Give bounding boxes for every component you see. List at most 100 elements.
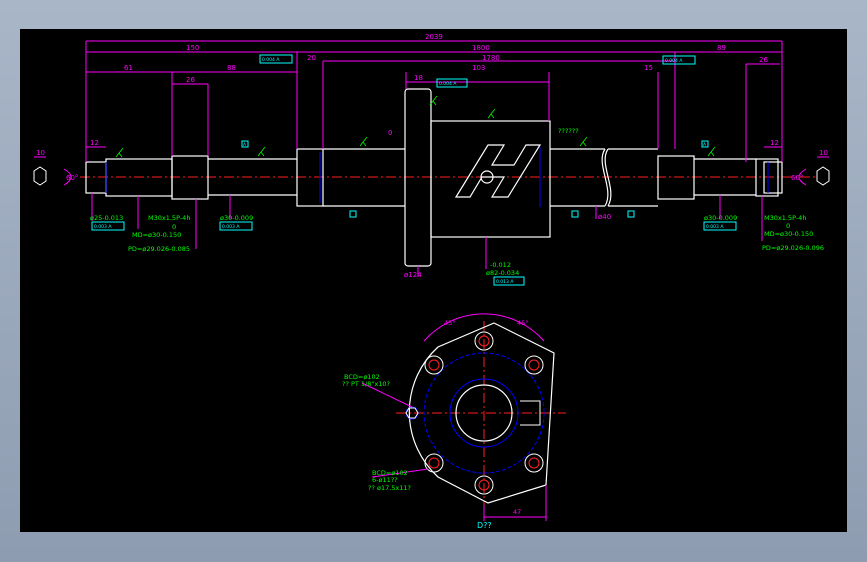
shaft-outline — [85, 88, 783, 267]
angle-60-left: 60° — [66, 174, 78, 182]
view-label: D?? — [477, 521, 492, 530]
note-nut-dia: ø82-0.034 — [486, 269, 519, 277]
note-right-thread: M30x1.5P-4h — [764, 214, 806, 222]
nut-body — [430, 120, 551, 238]
datum-a-left-text: A — [243, 142, 247, 148]
left-center-hole-hex — [33, 166, 47, 186]
angle-arc-45 — [423, 313, 545, 342]
dim-20: 20 — [307, 54, 316, 62]
flange-outline — [408, 322, 555, 504]
fcf-left-top — [259, 54, 293, 64]
left-bearing-section — [171, 155, 209, 200]
right-bearing-section — [657, 155, 695, 200]
note-question: ?????? — [558, 127, 579, 135]
bolt-hole-1 — [474, 331, 494, 351]
dim-47: 47 — [513, 508, 521, 516]
dimension-lines — [34, 40, 829, 277]
datum-a-right-text: A — [703, 142, 707, 148]
fcf-nut-bottom — [493, 276, 525, 286]
fcf-left-top-text: 0.004 A — [262, 57, 280, 63]
fcf-mid-bottom — [219, 221, 253, 231]
cad-drawing-viewport[interactable]: 2039 150 1800 89 61 26 88 20 1780 15 26 … — [20, 29, 847, 532]
dim-89: 89 — [717, 44, 726, 52]
note-left-thread: M30x1.5P-4h — [148, 214, 190, 222]
fcf-left-bottom — [91, 221, 125, 231]
dim-12-right: 12 — [770, 139, 779, 147]
fcf-right-top-text: 0.004 A — [665, 58, 683, 64]
nut-center-hole — [480, 170, 494, 184]
bolt-holes — [424, 331, 544, 495]
bolt-hole-5 — [524, 453, 544, 473]
dim-18: 18 — [414, 74, 423, 82]
dim-dia40: ø40 — [598, 213, 611, 221]
lube-port-hex — [405, 407, 419, 419]
angle-60-right: 60° — [791, 174, 803, 182]
fcf-mid-bottom-text: 0.003 A — [222, 224, 240, 230]
note-left-pd: PD=ø29.026-0.085 — [128, 245, 190, 253]
fcf-right-bottom-text: 0.003 A — [706, 224, 724, 230]
bore-inner — [455, 384, 513, 442]
dim-103: 103 — [472, 64, 485, 72]
bolt-hole-4 — [424, 453, 444, 473]
datum-a-left — [241, 140, 249, 148]
angle-45-left: 45° — [444, 319, 456, 327]
tolerance-frame-texts: 0.004 A 0.004 A 0.004 A 0.003 A 0.003 A … — [94, 57, 724, 285]
dim-dia124: ø124 — [404, 271, 422, 279]
bolt-hole-6 — [474, 475, 494, 495]
dim-1800: 1800 — [472, 44, 490, 52]
dim-total-length: 2039 — [425, 33, 443, 41]
bolt-hole-3 — [524, 355, 544, 375]
surface-roughness-symbols — [115, 95, 716, 158]
keyway — [520, 400, 541, 426]
dim-10-right: 10 — [819, 149, 828, 157]
tol-zero: 0 — [388, 129, 392, 137]
right-end-journal — [763, 161, 783, 194]
end-view-dim-texts: 45° 45° 47 — [444, 319, 529, 516]
return-tube — [454, 144, 542, 198]
fcf-left-bottom-text: 0.003 A — [94, 224, 112, 230]
end-view: 45° 45° 47 BCD=ø102 ?? PT 1/8"x10? BCD=ø… — [342, 313, 566, 530]
fcf-right-bottom — [703, 221, 737, 231]
dim-61: 61 — [124, 64, 133, 72]
datum-a-right — [701, 140, 709, 148]
note-left-dia25: ø25-0.013 — [90, 214, 123, 222]
dimension-texts: 2039 150 1800 89 61 26 88 20 1780 15 26 … — [36, 33, 828, 279]
dim-150: 150 — [186, 44, 199, 52]
shaft-break-right — [604, 148, 612, 207]
dim-15: 15 — [644, 64, 653, 72]
ball-screw-drawing: 2039 150 1800 89 61 26 88 20 1780 15 26 … — [33, 33, 830, 530]
bolt-hole-2 — [424, 355, 444, 375]
shaft-break-left — [601, 148, 609, 207]
note-bcd-bottom-holes: 6-ø11?? — [372, 476, 398, 484]
fcf-nut-top — [436, 78, 468, 88]
tolerance-frames — [91, 54, 737, 286]
bolt-circle — [423, 352, 545, 474]
right-thread-section — [755, 158, 779, 197]
note-right-md: MD=ø30-0.150 — [764, 230, 813, 238]
note-left-md-zero: 0 — [172, 223, 176, 231]
dim-1780: 1780 — [482, 54, 500, 62]
fcf-nut-top-text: 0.004 A — [439, 81, 457, 87]
note-left-md: MD=ø30-0.150 — [132, 231, 181, 239]
dim-12-left: 12 — [90, 139, 99, 147]
annotation-notes: ø25-0.013 M30x1.5P-4h 0 MD=ø30-0.150 PD=… — [90, 127, 824, 277]
fcf-right-top — [662, 55, 696, 65]
note-right-pd: PD=ø29.026-0.096 — [762, 244, 824, 252]
angle-45-right: 45° — [517, 319, 529, 327]
end-view-dimensions — [361, 313, 547, 521]
dim-26-left: 26 — [186, 76, 195, 84]
bore-outer — [449, 378, 519, 448]
note-left-dia30: ø30-0.009 — [220, 214, 253, 222]
note-bcd-bottom: BCD=ø102 — [372, 469, 408, 477]
left-shoulder — [296, 148, 324, 207]
dim-26-right: 26 — [759, 56, 768, 64]
right-center-hole-hex — [816, 166, 830, 186]
note-nut-tol-top: -0.012 — [490, 261, 511, 269]
fcf-nut-bottom-text: 0.013 A — [496, 279, 514, 285]
end-view-notes: BCD=ø102 ?? PT 1/8"x10? BCD=ø102 6-ø11??… — [342, 373, 411, 492]
note-bcd-bottom-cbore: ?? ø17.5x11? — [368, 484, 411, 492]
dim-10-left: 10 — [36, 149, 45, 157]
note-right-dia30: ø30-0.009 — [704, 214, 737, 222]
thread-markings — [105, 147, 769, 207]
note-right-md-zero: 0 — [786, 222, 790, 230]
